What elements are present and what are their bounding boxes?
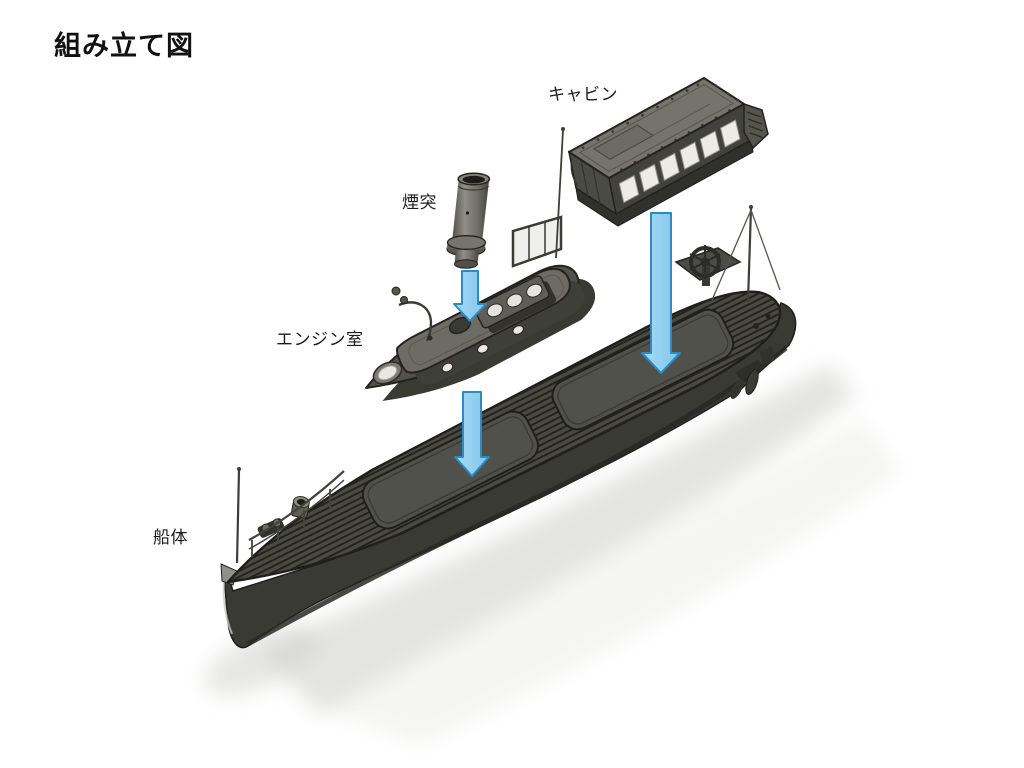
- bow-railing: [248, 470, 345, 557]
- cabin-vent-block: [743, 102, 769, 150]
- helm-wheel: [674, 245, 742, 286]
- engine-room-mast: [555, 127, 565, 259]
- windshield-frame: [511, 215, 563, 268]
- eave-bolts: [620, 109, 731, 171]
- cowl-vent: [391, 286, 401, 296]
- page-title: 組み立て図: [54, 31, 194, 61]
- funnel-illustration: [446, 172, 491, 269]
- cowl-vent: [400, 296, 408, 304]
- hull-illustration: [214, 205, 797, 649]
- porthole: [512, 325, 524, 335]
- label-engine-room: エンジン室: [276, 330, 364, 349]
- roof-rivets: [581, 83, 740, 150]
- cabin-opening: [551, 308, 735, 431]
- label-funnel: 煙突: [402, 193, 437, 212]
- label-hull: 船体: [153, 528, 188, 547]
- propeller: [730, 346, 775, 399]
- skylight: [474, 275, 557, 334]
- hull-shadow: [204, 365, 900, 745]
- porthole: [441, 362, 454, 373]
- assembly-arrow-engine-room: [454, 391, 490, 477]
- porthole: [477, 343, 489, 354]
- engine-room-opening: [361, 410, 539, 530]
- assembly-arrow-funnel: [453, 270, 487, 322]
- stern-mast: [711, 205, 781, 329]
- cabin-illustration: [567, 77, 769, 227]
- label-cabin: キャビン: [548, 85, 618, 104]
- assembly-arrow-cabin: [641, 212, 681, 374]
- bow-mast: [235, 467, 241, 564]
- cabin-windows: [618, 119, 741, 204]
- engine-room-illustration: [365, 127, 596, 401]
- rudder: [760, 346, 775, 366]
